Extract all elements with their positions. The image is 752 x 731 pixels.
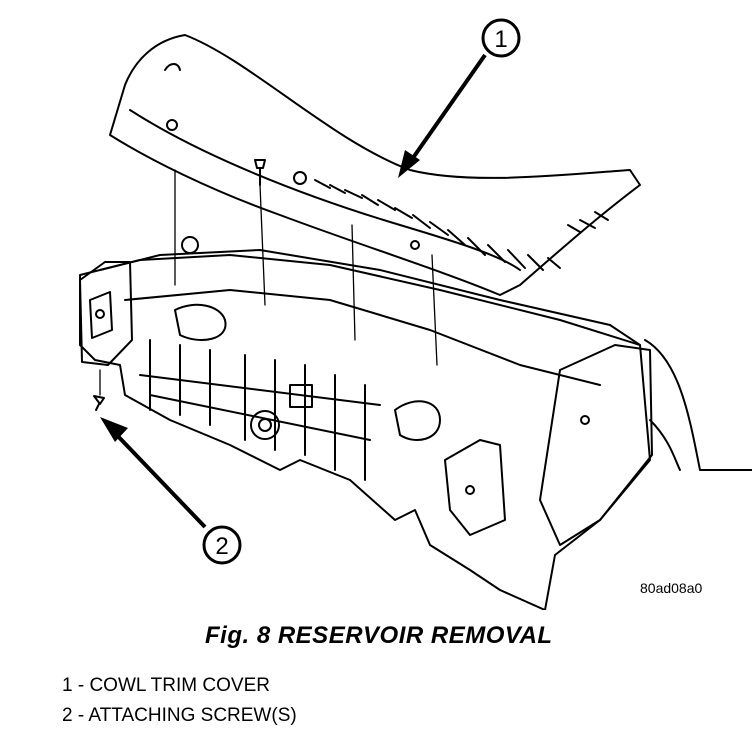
callout-1-number: 1 xyxy=(494,26,507,53)
callout-2-arrow xyxy=(100,417,207,529)
cowl-panel-outline xyxy=(79,254,651,610)
callout-1-arrow xyxy=(398,53,487,178)
exploded-view-illustration: 1 2 xyxy=(79,18,752,610)
vehicle-body-line xyxy=(644,339,752,471)
cover-fastener xyxy=(254,159,266,186)
cowl-panel-inner-edge xyxy=(124,289,601,386)
legend: 1 - COWL TRIM COVER 2 - ATTACHING SCREW(… xyxy=(62,671,297,731)
cowl-vent-slots xyxy=(314,179,609,271)
legend-item-1: 1 - COWL TRIM COVER xyxy=(62,675,270,696)
left-end-bracket xyxy=(79,261,133,366)
image-code: 80ad08a0 xyxy=(640,580,703,596)
panel-cross-ribs xyxy=(139,374,381,441)
callout-1-circle: 1 xyxy=(481,18,521,58)
right-end-bracket-plate xyxy=(444,439,506,536)
attaching-screw xyxy=(93,395,105,411)
legend-item-2: 2 - ATTACHING SCREW(S) xyxy=(62,705,297,726)
alignment-lines xyxy=(99,169,438,396)
cowl-trim-cover xyxy=(109,34,641,296)
callout-2-number: 2 xyxy=(215,533,228,560)
cowl-trim-cover-inner-edge xyxy=(129,109,521,271)
right-end-bracket xyxy=(539,344,653,546)
figure-caption: Fig. 8 RESERVOIR REMOVAL xyxy=(205,622,553,649)
callout-2-circle: 2 xyxy=(202,525,242,565)
left-end-bracket-detail xyxy=(89,291,113,339)
cowl-panel-top-edge xyxy=(99,249,641,346)
vehicle-body-line-2 xyxy=(649,419,681,471)
